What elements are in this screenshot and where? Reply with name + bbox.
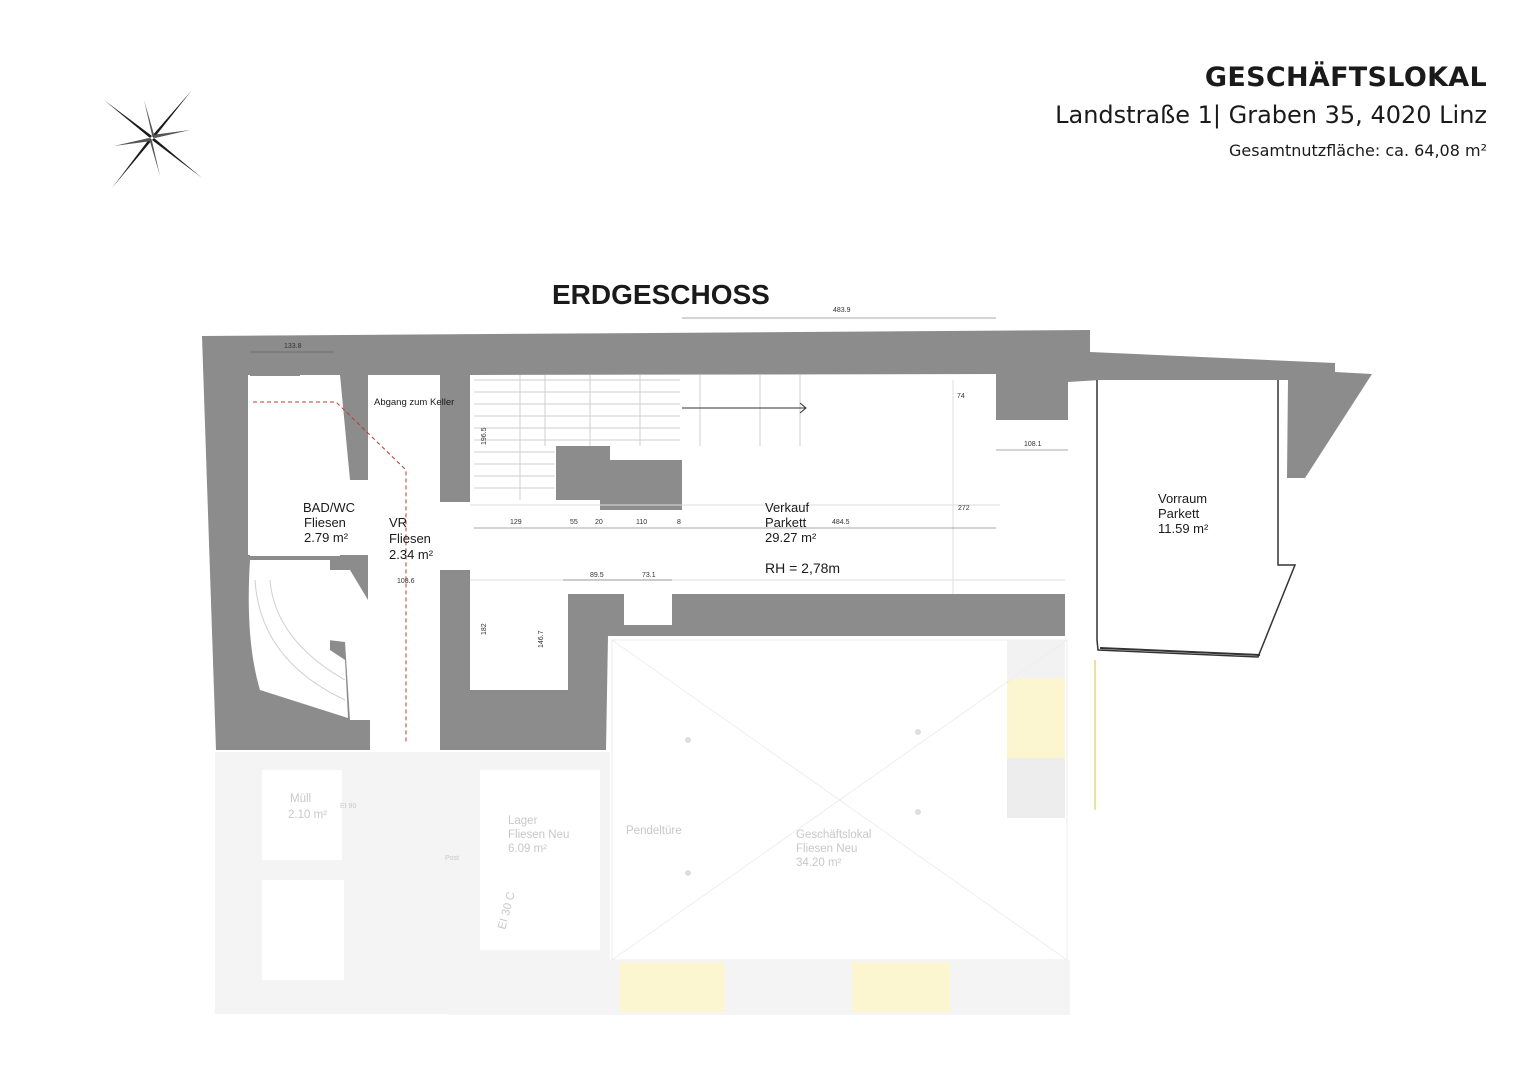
dim-108-1: 108.1 — [1024, 441, 1042, 448]
room-verkauf-floor: Parkett — [765, 515, 807, 530]
stair-label: Abgang zum Keller — [374, 397, 454, 408]
document-title: GESCHÄFTSLOKAL — [1204, 62, 1487, 93]
stairs — [254, 375, 801, 701]
address: Landstraße 1| Graben 35, 4020 Linz — [1055, 101, 1487, 129]
dim-55: 55 — [570, 519, 578, 526]
dim-129: 129 — [510, 519, 522, 526]
post-label: Post — [445, 855, 459, 862]
room-bad-area: 2.79 m² — [304, 530, 349, 545]
room-muell-name: Müll — [290, 793, 311, 805]
dim-8: 8 — [677, 519, 681, 526]
pendeltuere-label: Pendeltüre — [626, 825, 682, 837]
room-vr-floor: Fliesen — [389, 531, 431, 546]
dim-74: 74 — [957, 393, 965, 400]
room-lager-area: 6.09 m² — [508, 843, 547, 855]
faded-lower-floor — [215, 639, 1096, 1015]
room-verkauf-name: Verkauf — [765, 500, 809, 515]
room-vorraum-floor: Parkett — [1158, 506, 1200, 521]
room-muell-area: 2.10 m² — [288, 809, 327, 821]
dim-133-8: 133.8 — [284, 343, 302, 350]
room-bad-name: BAD/WC — [303, 500, 355, 515]
room-lager-floor: Fliesen Neu — [508, 829, 569, 841]
dim-146-7: 146.7 — [538, 630, 545, 648]
room-verkauf-area: 29.27 m² — [765, 530, 817, 545]
total-area: Gesamtnutzfläche: ca. 64,08 m² — [1229, 141, 1487, 160]
dim-20: 20 — [595, 519, 603, 526]
room-verkauf-height: RH = 2,78m — [765, 560, 840, 576]
dim-196-5: 196.5 — [481, 427, 488, 445]
dim-108-6: 108.6 — [397, 578, 415, 585]
compass-rose-icon — [104, 90, 202, 188]
room-geschaeft-area: 34.20 m² — [796, 857, 842, 869]
room-lager-name: Lager — [508, 815, 538, 827]
dim-484-5: 484.5 — [832, 519, 850, 526]
dim-110: 110 — [636, 519, 647, 526]
room-vr-area: 2.34 m² — [389, 547, 434, 562]
header: GESCHÄFTSLOKAL Landstraße 1| Graben 35, … — [1055, 62, 1487, 160]
floor-title: ERDGESCHOSS — [552, 279, 770, 310]
room-geschaeft-name: Geschäftslokal — [796, 829, 871, 841]
dim-182: 182 — [481, 623, 488, 635]
room-vorraum-name: Vorraum — [1158, 491, 1207, 506]
room-vorraum-area: 11.59 m² — [1158, 521, 1209, 536]
dim-89-5: 89.5 — [590, 572, 604, 579]
vorraum-outline — [1096, 380, 1297, 658]
dim-272: 272 — [958, 505, 970, 512]
room-geschaeft-floor: Fliesen Neu — [796, 843, 857, 855]
dim-73-1: 73.1 — [642, 572, 656, 579]
room-vr-name: VR — [389, 515, 407, 530]
dim-483-9: 483.9 — [833, 307, 851, 314]
ei90-label: EI 90 — [340, 803, 356, 810]
room-bad-floor: Fliesen — [304, 515, 346, 530]
